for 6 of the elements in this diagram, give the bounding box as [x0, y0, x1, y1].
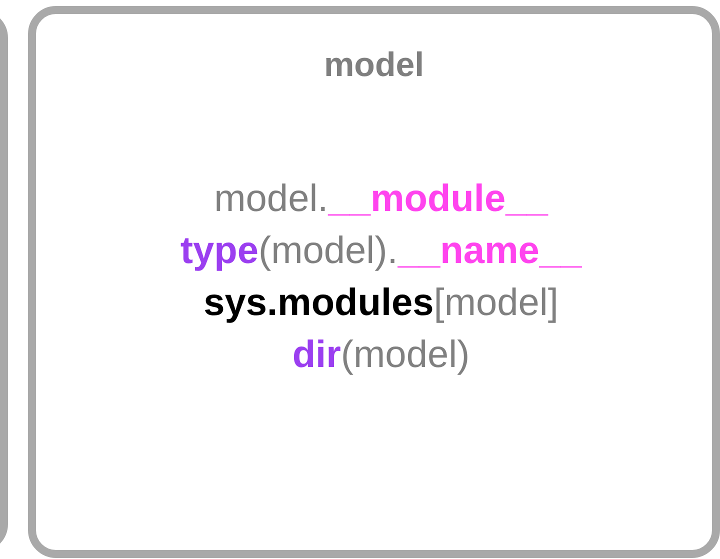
code-expression: dir(model)	[292, 333, 470, 378]
code-expression: sys.modules[model]	[204, 281, 558, 326]
card-title: model	[324, 46, 424, 85]
card	[28, 6, 720, 558]
code-expression: type(model).__name__	[180, 229, 582, 274]
code-expression: model.__module__	[214, 177, 548, 222]
